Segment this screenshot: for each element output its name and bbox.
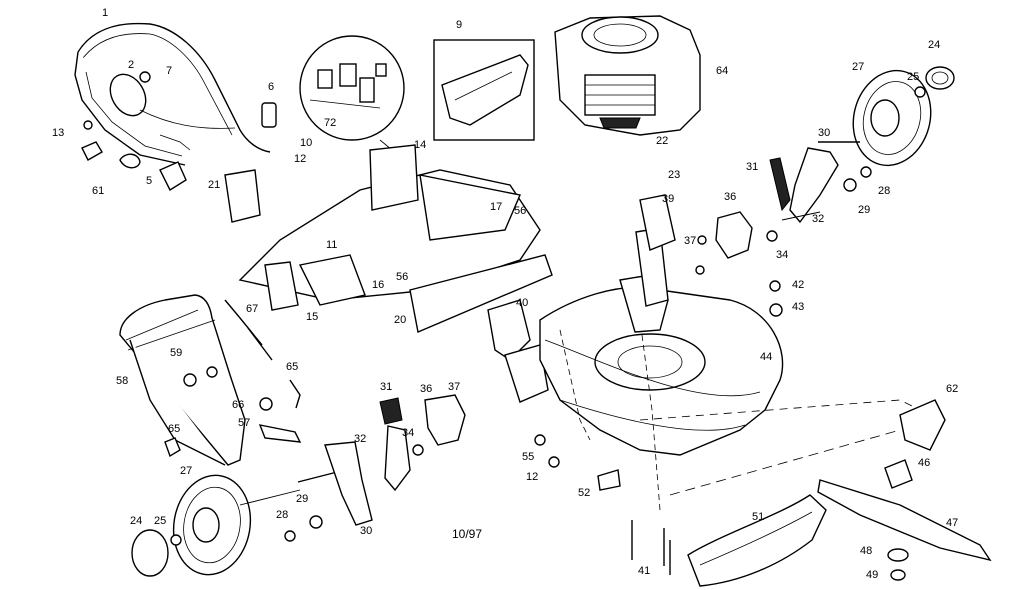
callout-59: 59 xyxy=(170,347,182,359)
handle-knobs xyxy=(81,71,277,192)
callout-66: 66 xyxy=(232,399,244,411)
callout-58: 58 xyxy=(116,375,128,387)
callout-11: 11 xyxy=(326,239,337,251)
callout-51: 51 xyxy=(752,511,764,523)
lower-handle xyxy=(119,294,302,466)
callout-56b: 56 xyxy=(396,271,408,283)
callout-10a: 10 xyxy=(300,137,312,149)
callout-65b: 65 xyxy=(168,423,180,435)
callout-42: 42 xyxy=(792,279,804,291)
callout-27: 27 xyxy=(852,61,864,73)
callout-30b: 30 xyxy=(360,525,372,537)
callout-48: 48 xyxy=(860,545,872,557)
callout-32b: 32 xyxy=(354,433,366,445)
callout-46: 46 xyxy=(918,457,930,469)
callout-1: 1 xyxy=(102,7,108,19)
control-bar xyxy=(109,73,236,129)
callout-27b: 27 xyxy=(180,465,192,477)
callout-47: 47 xyxy=(946,517,958,529)
callout-20: 20 xyxy=(394,314,406,326)
callout-12b: 12 xyxy=(526,471,538,483)
callout-23: 23 xyxy=(668,169,680,181)
callout-37a: 37 xyxy=(684,235,696,247)
callout-39: 39 xyxy=(662,193,674,205)
callout-52: 52 xyxy=(578,487,590,499)
callout-12a: 12 xyxy=(294,153,306,165)
callout-25: 25 xyxy=(907,71,919,83)
front-wheel xyxy=(131,474,301,577)
callout-22: 22 xyxy=(656,135,668,147)
discharge-chute xyxy=(687,494,827,587)
callout-34a: 34 xyxy=(776,249,788,261)
callout-6: 6 xyxy=(268,81,274,93)
callout-25b: 25 xyxy=(154,515,166,527)
callout-40: 40 xyxy=(516,297,528,309)
callout-24: 24 xyxy=(928,39,940,51)
callout-67: 67 xyxy=(246,303,258,315)
callout-55: 55 xyxy=(522,451,534,463)
callout-34b: 34 xyxy=(402,427,414,439)
callout-64: 64 xyxy=(716,65,728,77)
drive-cover-40 xyxy=(487,299,549,403)
callout-16: 16 xyxy=(372,279,384,291)
callout-labels: 1 2 7 6 13 61 5 72 9 64 24 25 27 10 14 1… xyxy=(52,7,958,581)
callout-61: 61 xyxy=(92,185,104,197)
callout-5: 5 xyxy=(146,175,152,187)
mower-deck xyxy=(539,274,941,511)
callout-29b: 29 xyxy=(296,493,308,505)
callout-31b: 31 xyxy=(380,381,392,393)
callout-31a: 31 xyxy=(746,161,758,173)
callout-43: 43 xyxy=(792,301,804,313)
callout-13: 13 xyxy=(52,127,64,139)
callout-57: 57 xyxy=(238,417,250,429)
engine xyxy=(554,15,701,136)
callout-29a: 29 xyxy=(858,204,870,216)
front-axle-parts xyxy=(284,394,466,542)
callout-36b: 36 xyxy=(420,383,432,395)
callout-9: 9 xyxy=(456,19,462,31)
callout-2: 2 xyxy=(128,59,134,71)
callout-21: 21 xyxy=(208,179,220,191)
callout-44: 44 xyxy=(760,351,772,363)
callout-56a: 56 xyxy=(514,205,526,217)
callout-24b: 24 xyxy=(130,515,142,527)
callout-28a: 28 xyxy=(878,185,890,197)
callout-30a: 30 xyxy=(818,127,830,139)
callout-65a: 65 xyxy=(286,361,298,373)
callout-49: 49 xyxy=(866,569,878,581)
shield-inset xyxy=(433,39,535,141)
callout-7: 7 xyxy=(166,65,172,77)
deck-small-parts xyxy=(534,194,783,491)
rear-wheel-top xyxy=(852,66,955,167)
callout-72: 72 xyxy=(324,117,336,129)
callout-37b: 37 xyxy=(448,381,460,393)
rear-axle-parts xyxy=(715,141,872,259)
deck-bolts xyxy=(631,520,671,575)
rear-shield-frame xyxy=(224,144,553,333)
callout-14: 14 xyxy=(414,139,426,151)
callout-15: 15 xyxy=(306,311,318,323)
date-code: 10/97 xyxy=(452,527,482,541)
callout-28b: 28 xyxy=(276,509,288,521)
callout-32a: 32 xyxy=(812,213,824,225)
wiring-inset xyxy=(299,35,405,161)
callout-62: 62 xyxy=(946,383,958,395)
callout-41: 41 xyxy=(638,565,650,577)
upper-handle xyxy=(74,22,271,166)
callout-36a: 36 xyxy=(724,191,736,203)
callout-17: 17 xyxy=(490,201,502,213)
blade-assembly xyxy=(817,399,992,581)
